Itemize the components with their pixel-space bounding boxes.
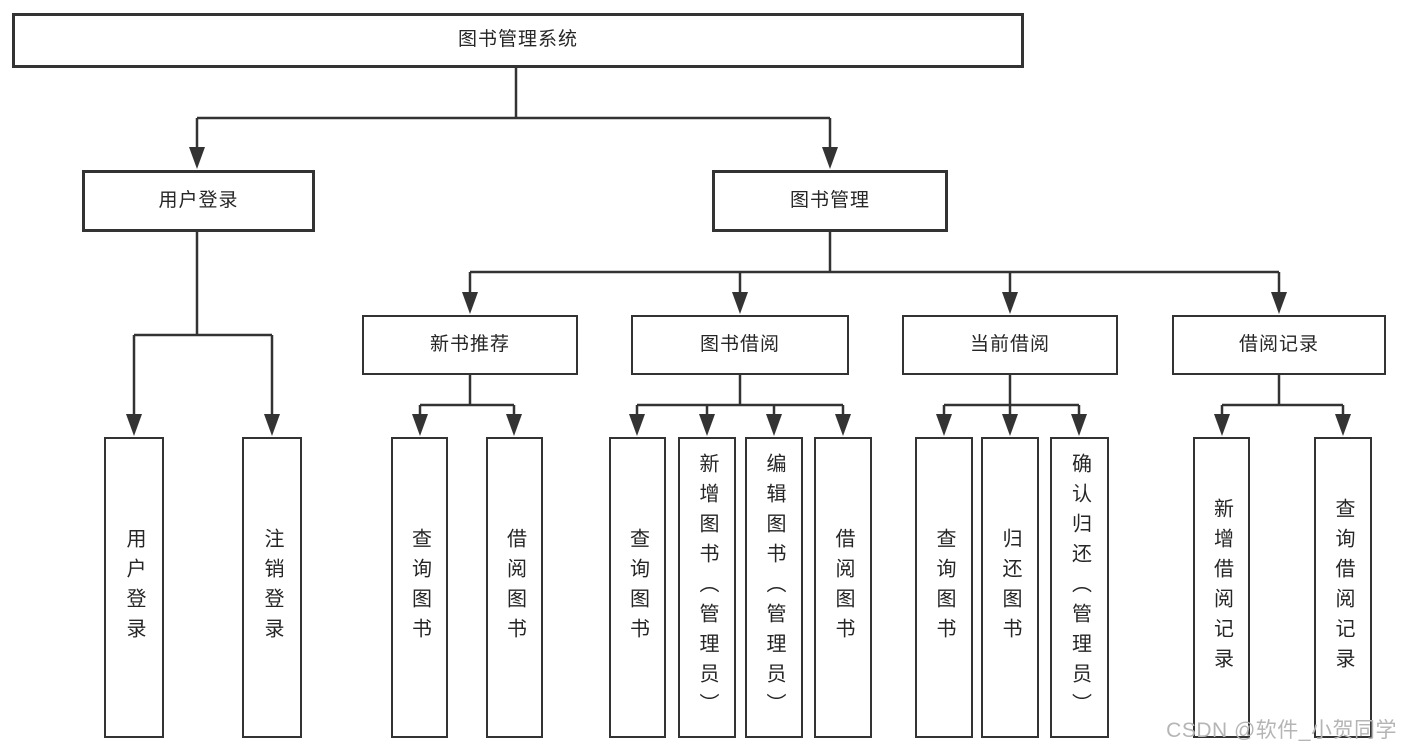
node-label: 归还图书 (999, 527, 1021, 648)
node-add-borrow-record: 新增借阅记录 (1193, 437, 1250, 738)
node-query-borrow-record: 查询借阅记录 (1314, 437, 1372, 738)
node-borrow-books-1: 借阅图书 (486, 437, 543, 738)
node-label: 注销登录 (261, 527, 283, 648)
node-label: 借阅记录 (1238, 333, 1319, 355)
node-label: 查询图书 (408, 527, 431, 648)
node-logout: 注销登录 (242, 437, 302, 738)
node-label: 编辑图书（管理员） (763, 452, 785, 723)
node-borrow-books-2: 借阅图书 (814, 437, 872, 738)
node-label: 当前借阅 (969, 333, 1050, 355)
node-confirm-return-admin: 确认归还（管理员） (1050, 437, 1109, 738)
node-label: 查询图书 (933, 527, 955, 648)
node-book-borrow: 图书借阅 (631, 315, 849, 375)
node-label: 查询借阅记录 (1332, 497, 1354, 678)
node-add-books-admin: 新增图书（管理员） (678, 437, 736, 738)
node-current-borrow: 当前借阅 (902, 315, 1118, 375)
node-label: 借阅图书 (503, 527, 526, 648)
node-book-management: 图书管理 (712, 170, 948, 232)
node-label: 查询图书 (626, 527, 649, 648)
node-label: 新增借阅记录 (1210, 497, 1233, 678)
node-new-book-recommend: 新书推荐 (362, 315, 578, 375)
node-query-books-1: 查询图书 (391, 437, 448, 738)
node-borrow-records: 借阅记录 (1172, 315, 1386, 375)
node-label: 图书借阅 (699, 333, 780, 355)
node-return-books: 归还图书 (981, 437, 1039, 738)
node-query-books-3: 查询图书 (915, 437, 973, 738)
node-label: 图书管理系统 (457, 29, 578, 51)
node-label: 确认归还（管理员） (1068, 452, 1091, 723)
node-label: 新增图书（管理员） (696, 452, 718, 723)
node-label: 图书管理 (789, 189, 870, 211)
node-label: 用户登录 (123, 527, 145, 648)
node-query-books-2: 查询图书 (609, 437, 666, 738)
node-label: 新书推荐 (429, 333, 510, 355)
csdn-watermark: CSDN @软件_小贺同学 (1166, 719, 1397, 742)
node-label: 借阅图书 (832, 527, 854, 648)
node-library-management-system: 图书管理系统 (12, 13, 1024, 68)
node-user-login: 用户登录 (82, 170, 315, 232)
node-edit-books-admin: 编辑图书（管理员） (745, 437, 803, 738)
node-user-login-action: 用户登录 (104, 437, 164, 738)
node-label: 用户登录 (158, 189, 239, 211)
